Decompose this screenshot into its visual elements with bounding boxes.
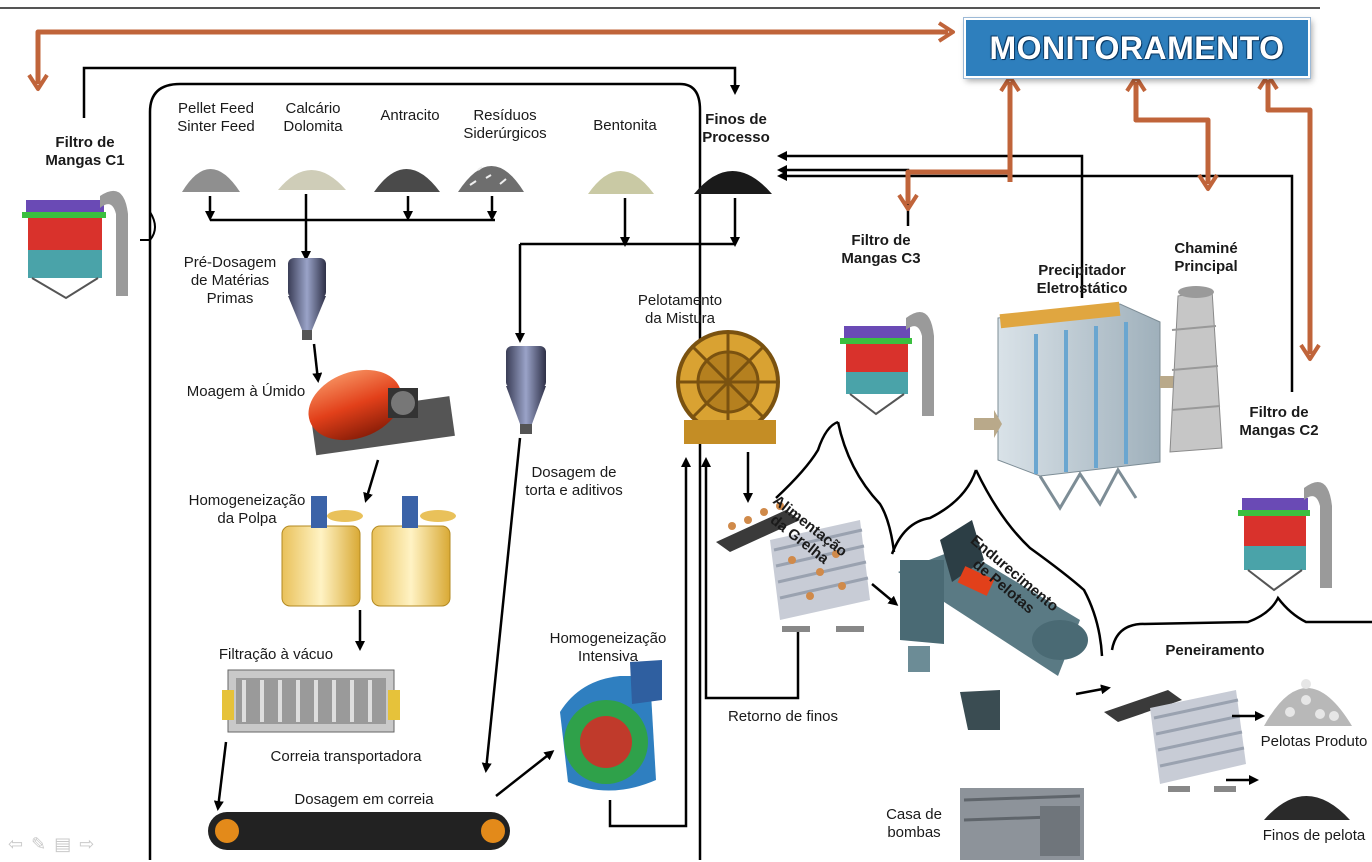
precipitator-label: Precipitador Eletrostático — [1036, 262, 1128, 297]
process-fines-pile-icon — [694, 171, 772, 194]
pelletizing-label: Pelotamento da Mistura — [637, 292, 723, 327]
next-arrow-icon[interactable]: ⇨ — [79, 834, 103, 854]
intensive-mixer-icon — [560, 660, 662, 791]
prev-arrow-icon[interactable]: ⇦ — [8, 834, 32, 854]
pre-dosing-label: Pré-Dosagem de Matérias Primas — [183, 254, 277, 307]
monitoring-box: MONITORAMENTO — [964, 18, 1310, 78]
screening-rollers-icon — [1104, 690, 1246, 792]
chimney-label: Chaminé Principal — [1174, 240, 1238, 275]
pulp-homogenization-label: Homogeneização da Polpa — [188, 492, 306, 527]
ball-mill-icon — [308, 369, 455, 456]
pump-house-label: Casa de bombas — [886, 806, 942, 841]
material-label-antracito: Antracito — [380, 107, 440, 124]
fines-return-label: Retorno de finos — [727, 708, 839, 725]
ore-pile-icon — [182, 169, 240, 192]
bag-filter-c2-icon — [1238, 482, 1332, 592]
anthracite-pile-icon — [374, 169, 440, 192]
pen-icon[interactable]: ✎ — [31, 834, 55, 854]
menu-icon[interactable]: ▤ — [54, 834, 80, 854]
pellet-fines-label: Finos de pelota — [1262, 827, 1366, 844]
material-label-pellet-feed: Pellet Feed Sinter Feed — [177, 100, 255, 135]
intensive-homogenization-label: Homogeneização Intensiva — [549, 630, 667, 665]
cake-dosing-label: Dosagem de torta e aditivos — [525, 464, 623, 499]
pelletizing-disc-icon — [676, 330, 780, 444]
vacuum-filter-icon — [222, 669, 400, 733]
homogenization-tank-icon — [281, 496, 456, 607]
pellet-fines-pile-icon — [1264, 796, 1350, 820]
slide-nav-controls[interactable]: ⇦✎▤⇨ — [8, 834, 102, 855]
product-pellets-label: Pelotas Produto — [1260, 733, 1368, 750]
roller-feeder-icon — [716, 502, 870, 632]
vacuum-filtration-label: Filtração à vácuo — [218, 646, 334, 663]
material-label-bentonita: Bentonita — [593, 117, 657, 134]
product-pellets-pile-icon — [1264, 679, 1352, 726]
induration-furnace-icon — [898, 520, 1088, 730]
monitoring-title: MONITORAMENTO — [989, 29, 1285, 66]
filter-c1-label: Filtro de Mangas C1 — [45, 134, 125, 169]
screening-label: Peneiramento — [1165, 642, 1265, 659]
material-label-residuos: Resíduos Siderúrgicos — [463, 107, 547, 142]
pre-dosing-silo-icon — [288, 258, 326, 340]
filter-c3-label: Filtro de Mangas C3 — [841, 232, 921, 267]
bentonite-pile-icon — [588, 171, 654, 194]
residue-pile-icon — [458, 166, 524, 192]
chimney-icon — [1169, 286, 1223, 453]
cake-dosing-silo-icon — [506, 346, 546, 434]
conveyor-belt-label: Correia transportadora — [270, 748, 422, 765]
dosing-belt-icon — [208, 812, 510, 850]
limestone-pile-icon — [278, 170, 346, 190]
filter-c2-label: Filtro de Mangas C2 — [1239, 404, 1319, 439]
bag-filter-c1-icon — [22, 190, 128, 300]
bag-filter-c3-icon — [840, 312, 934, 416]
material-label-calcario: Calcário Dolomita — [283, 100, 343, 135]
process-fines-label: Finos de Processo — [702, 111, 770, 146]
belt-dosing-label: Dosagem em correia — [294, 791, 434, 808]
electrostatic-precipitator-icon — [974, 301, 1184, 511]
wet-grinding-label: Moagem à Úmido — [186, 383, 306, 400]
pump-house-icon — [960, 788, 1084, 860]
